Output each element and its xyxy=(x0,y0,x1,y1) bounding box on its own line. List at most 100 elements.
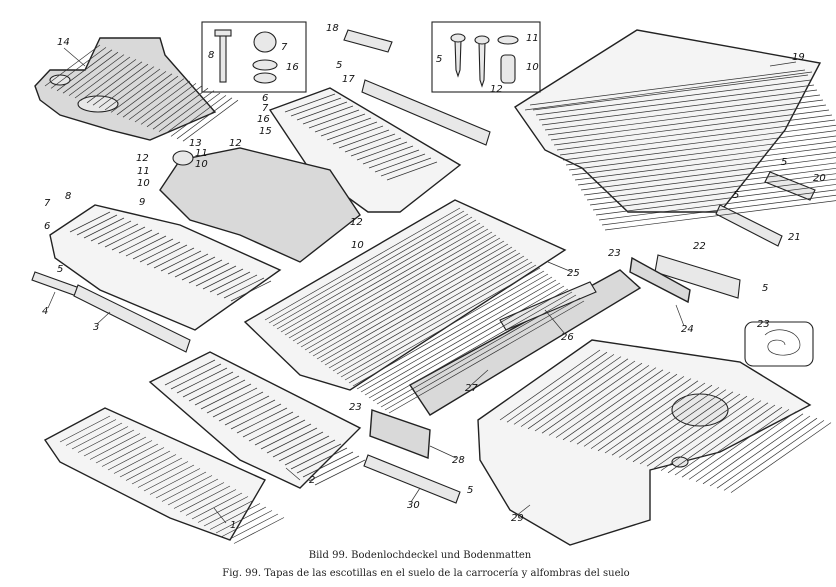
washer-16 xyxy=(252,59,278,71)
mat-rib xyxy=(164,359,216,386)
mat-rib xyxy=(290,97,342,117)
callout-labels: 14 8 7 16 18 5 12 11 10 19 5 17 6 7 16 1… xyxy=(42,23,826,531)
mat-rib xyxy=(104,68,161,111)
mat-rib xyxy=(71,422,123,450)
mat-rib xyxy=(223,277,265,299)
mat-rib xyxy=(284,222,481,336)
callout-5g: 5 xyxy=(467,485,473,496)
mat-rib xyxy=(179,485,231,513)
carpet-25 xyxy=(243,199,567,391)
mat-rib xyxy=(597,380,699,452)
mat-rib xyxy=(538,84,815,121)
mat-rib xyxy=(604,200,836,231)
callout-23b: 23 xyxy=(757,319,770,330)
mat-rib xyxy=(577,151,836,186)
mat-rib xyxy=(386,161,438,181)
mat-rib xyxy=(716,417,818,489)
callout-11a: 11 xyxy=(526,33,539,44)
mat-rib xyxy=(314,113,366,133)
mat-rib xyxy=(380,157,432,177)
mat-rib xyxy=(174,256,216,278)
mat-rib xyxy=(272,431,324,458)
caption-spanish: Fig. 99. Tapas de las escotillas en el s… xyxy=(222,568,629,579)
mat-rib xyxy=(374,153,426,173)
mat-rib xyxy=(116,73,173,116)
mat-rib xyxy=(176,367,228,394)
mat-rib xyxy=(709,415,811,487)
mat-rib xyxy=(134,80,191,123)
mat-rib xyxy=(308,240,505,354)
mat-rib xyxy=(260,423,312,450)
mat-rib xyxy=(143,464,195,492)
mat-rib xyxy=(702,413,804,485)
mat-rib xyxy=(69,211,111,233)
mat-rib xyxy=(583,162,836,196)
callout-29: 29 xyxy=(511,513,524,524)
mat-rib xyxy=(202,268,244,290)
mat-rib xyxy=(185,489,237,516)
mat-rib xyxy=(368,149,420,169)
mat-rib xyxy=(77,426,129,453)
mat-rib xyxy=(242,411,294,438)
mat-rib xyxy=(562,124,836,161)
callout-19: 19 xyxy=(792,52,805,63)
leader-lines xyxy=(47,47,797,524)
mat-rib xyxy=(104,226,146,248)
mat-rib xyxy=(191,492,243,520)
screw-5 xyxy=(454,39,462,78)
mat-rib xyxy=(556,114,833,151)
mat-rib xyxy=(215,506,267,534)
callout-13: 13 xyxy=(189,138,202,149)
mat-rib xyxy=(368,285,565,399)
mat-rib xyxy=(532,74,809,111)
mat-rib xyxy=(618,387,720,458)
mat-rib xyxy=(74,56,131,99)
fastener-box-right xyxy=(431,21,541,93)
callout-17: 17 xyxy=(342,74,355,85)
strip-18 xyxy=(343,29,393,53)
mat-rib xyxy=(107,443,159,471)
mat-rib xyxy=(155,471,207,499)
mat-rib xyxy=(221,510,273,537)
panel-24 xyxy=(629,256,691,304)
mat-rib xyxy=(164,92,221,135)
callout-1: 1 xyxy=(230,520,236,531)
mat-rib xyxy=(314,459,366,486)
mat-rib xyxy=(111,229,153,251)
panel-22 xyxy=(654,254,741,299)
mat-rib xyxy=(326,121,378,141)
callout-18: 18 xyxy=(326,23,339,34)
mat-rib xyxy=(544,94,821,131)
mat-rib xyxy=(568,135,836,171)
mat-rib xyxy=(62,51,119,94)
mat-rib xyxy=(197,496,249,523)
mat-rib xyxy=(230,280,272,302)
mat-rib xyxy=(76,214,118,236)
mat-rib xyxy=(384,297,581,411)
mat-rib xyxy=(646,395,748,467)
mat-rib xyxy=(362,145,414,165)
mat-rib xyxy=(338,129,390,149)
mat-rib xyxy=(203,499,255,527)
mat-rib xyxy=(316,246,513,360)
callout-10d: 10 xyxy=(351,240,364,251)
mat-rib xyxy=(611,384,713,456)
mat-rib xyxy=(632,391,734,463)
mat-rib xyxy=(300,234,497,348)
mat-rib xyxy=(83,429,135,457)
mat-rib xyxy=(541,362,643,434)
mat-rib xyxy=(160,250,202,272)
mat-rib xyxy=(137,461,189,488)
callout-2: 2 xyxy=(309,475,315,486)
mat-rib xyxy=(541,89,818,126)
mat-rib xyxy=(344,267,541,381)
callout-12c: 12 xyxy=(136,153,149,164)
cover-13 xyxy=(172,150,194,166)
mat-rib xyxy=(308,109,360,129)
mat-rib xyxy=(146,244,188,266)
mat-rib xyxy=(653,398,755,469)
rail-3 xyxy=(73,284,191,353)
callout-16b: 16 xyxy=(257,114,270,125)
mat-rib xyxy=(227,513,279,541)
mat-rib xyxy=(173,482,225,509)
